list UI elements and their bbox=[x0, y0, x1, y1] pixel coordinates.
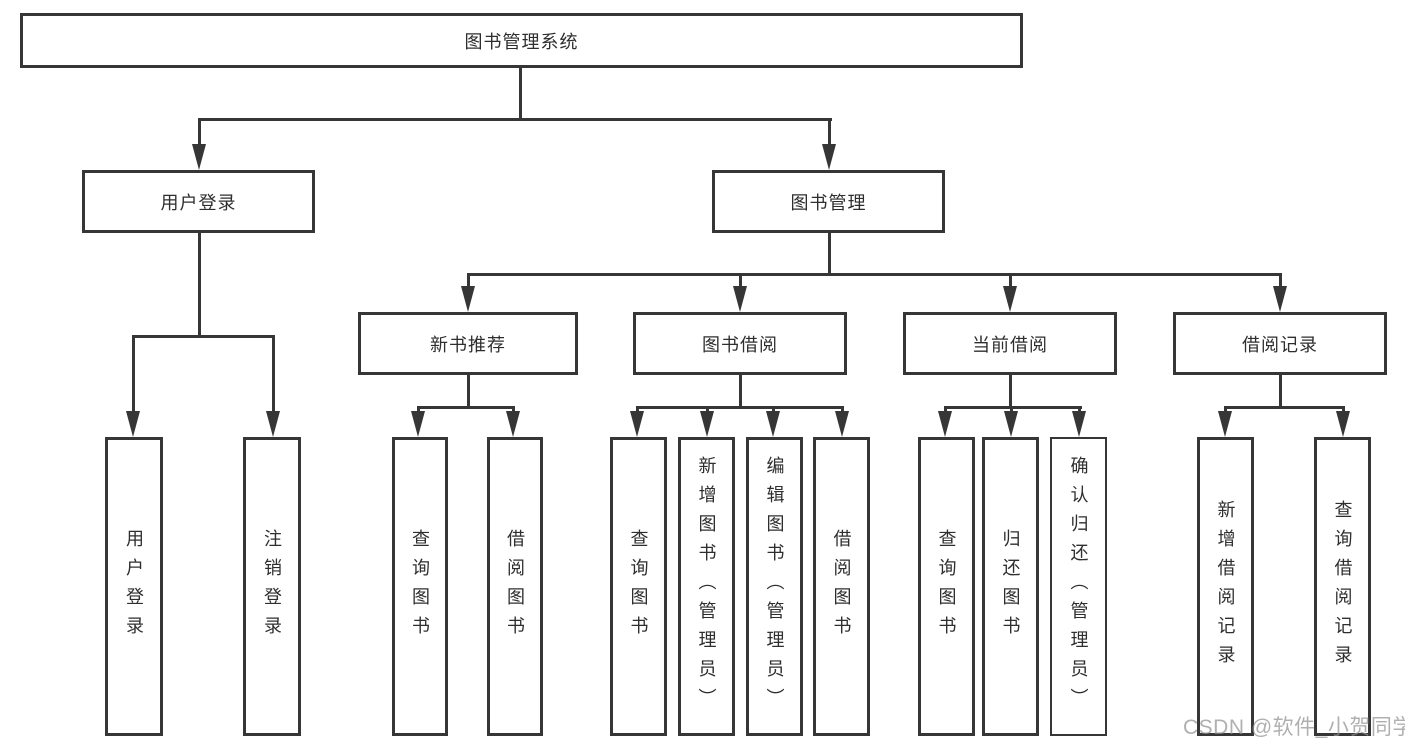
node-label: 查询借阅记录 bbox=[1332, 499, 1353, 674]
node-label: 新书推荐 bbox=[430, 334, 506, 355]
connector-arrow-stem bbox=[1010, 406, 1013, 415]
node-label: 借阅图书 bbox=[831, 528, 852, 645]
connector-current-borrow-spread bbox=[944, 406, 1082, 409]
arrow-down-icon bbox=[1003, 286, 1017, 312]
node-confirm-return-admin: 确认归还（管理员） bbox=[1050, 437, 1107, 736]
connector-book-mgmt-stem bbox=[828, 233, 831, 273]
node-user-login: 用户登录 bbox=[82, 170, 315, 233]
arrow-down-icon bbox=[630, 411, 644, 437]
csdn-watermark: CSDN @软件_小贺同学 bbox=[1183, 716, 1405, 739]
connector-new-book-spread bbox=[417, 406, 515, 409]
node-library-management-system: 图书管理系统 bbox=[20, 13, 1023, 68]
arrow-down-icon bbox=[1273, 286, 1287, 312]
node-borrow-borrow-books: 借阅图书 bbox=[813, 437, 870, 736]
connector-root-stem bbox=[519, 68, 522, 118]
node-newbook-query-books: 查询图书 bbox=[392, 437, 448, 736]
arrow-down-icon bbox=[822, 144, 836, 170]
connector-arrow-stem bbox=[1224, 406, 1227, 415]
connector-arrow-stem bbox=[512, 406, 515, 415]
connector-arrow-stem bbox=[417, 406, 420, 415]
arrow-down-icon bbox=[126, 411, 140, 437]
arrow-down-icon bbox=[506, 411, 520, 437]
node-label: 注销登录 bbox=[262, 528, 282, 645]
node-label: 当前借阅 bbox=[972, 334, 1048, 355]
node-query-borrow-record: 查询借阅记录 bbox=[1314, 437, 1371, 736]
node-logout: 注销登录 bbox=[243, 437, 301, 736]
node-borrow-records: 借阅记录 bbox=[1173, 312, 1387, 375]
connector-arrow-stem bbox=[198, 118, 201, 150]
connector-arrow-stem bbox=[1009, 273, 1012, 290]
node-label: 图书借阅 bbox=[702, 334, 778, 355]
arrow-down-icon bbox=[266, 411, 280, 437]
node-label: 查询图书 bbox=[628, 528, 649, 645]
node-label: 图书管理 bbox=[790, 192, 867, 213]
node-new-book-recommend: 新书推荐 bbox=[358, 312, 578, 375]
connector-borrow-records-stem bbox=[1279, 375, 1282, 409]
connector-new-book-stem bbox=[467, 375, 470, 409]
node-edit-books-admin: 编辑图书（管理员） bbox=[746, 437, 803, 736]
connector-user-login-stem bbox=[198, 233, 201, 335]
connector-arrow-stem bbox=[828, 118, 831, 150]
node-label: 归还图书 bbox=[1000, 528, 1021, 645]
arrow-down-icon bbox=[938, 411, 952, 437]
connector-arrow-stem bbox=[1078, 406, 1081, 415]
node-label: 查询图书 bbox=[936, 528, 957, 645]
node-add-books-admin: 新增图书（管理员） bbox=[678, 437, 735, 736]
connector-arrow-stem bbox=[636, 406, 639, 415]
connector-level3-spread bbox=[467, 273, 1282, 276]
connector-arrow-stem bbox=[841, 406, 844, 415]
connector-arrow-stem bbox=[467, 273, 470, 290]
connector-arrow-stem bbox=[739, 273, 742, 290]
node-return-books: 归还图书 bbox=[982, 437, 1039, 736]
node-label: 确认归还（管理员） bbox=[1068, 456, 1089, 717]
node-label: 借阅图书 bbox=[505, 528, 525, 645]
connector-arrow-stem bbox=[944, 406, 947, 415]
node-label: 新增借阅记录 bbox=[1215, 499, 1236, 674]
arrow-down-icon bbox=[192, 144, 206, 170]
arrow-down-icon bbox=[1004, 411, 1018, 437]
node-label: 新增图书（管理员） bbox=[696, 456, 717, 717]
connector-user-login-spread bbox=[132, 335, 275, 338]
node-label: 查询图书 bbox=[410, 528, 430, 645]
connector-arrow-stem bbox=[706, 406, 709, 415]
connector-book-borrow-spread bbox=[636, 406, 844, 409]
connector-borrow-records-spread bbox=[1224, 406, 1345, 409]
node-label: 编辑图书（管理员） bbox=[764, 456, 785, 717]
node-current-query-books: 查询图书 bbox=[918, 437, 975, 736]
connector-arrow-stem bbox=[772, 406, 775, 415]
connector-arrow-stem bbox=[132, 335, 135, 415]
node-current-borrow: 当前借阅 bbox=[903, 312, 1117, 375]
connector-arrow-stem bbox=[1279, 273, 1282, 290]
connector-current-borrow-stem bbox=[1009, 375, 1012, 409]
arrow-down-icon bbox=[461, 286, 475, 312]
arrow-down-icon bbox=[411, 411, 425, 437]
arrow-down-icon bbox=[766, 411, 780, 437]
node-book-management: 图书管理 bbox=[712, 170, 945, 233]
connector-arrow-stem bbox=[1342, 406, 1345, 415]
node-label: 用户登录 bbox=[124, 528, 144, 645]
node-user-login-leaf: 用户登录 bbox=[105, 437, 163, 736]
node-borrow-query-books: 查询图书 bbox=[610, 437, 667, 736]
arrow-down-icon bbox=[1218, 411, 1232, 437]
arrow-down-icon bbox=[700, 411, 714, 437]
arrow-down-icon bbox=[1336, 411, 1350, 437]
connector-arrow-stem bbox=[272, 335, 275, 415]
connector-level2-spread bbox=[198, 118, 832, 121]
connector-book-borrow-stem bbox=[739, 375, 742, 409]
node-newbook-borrow-books: 借阅图书 bbox=[487, 437, 543, 736]
node-label: 用户登录 bbox=[160, 192, 237, 213]
node-add-borrow-record: 新增借阅记录 bbox=[1197, 437, 1254, 736]
node-label: 借阅记录 bbox=[1242, 334, 1318, 355]
node-book-borrow: 图书借阅 bbox=[633, 312, 847, 375]
node-label: 图书管理系统 bbox=[464, 31, 579, 52]
arrow-down-icon bbox=[835, 411, 849, 437]
arrow-down-icon bbox=[1072, 411, 1086, 437]
arrow-down-icon bbox=[733, 286, 747, 312]
